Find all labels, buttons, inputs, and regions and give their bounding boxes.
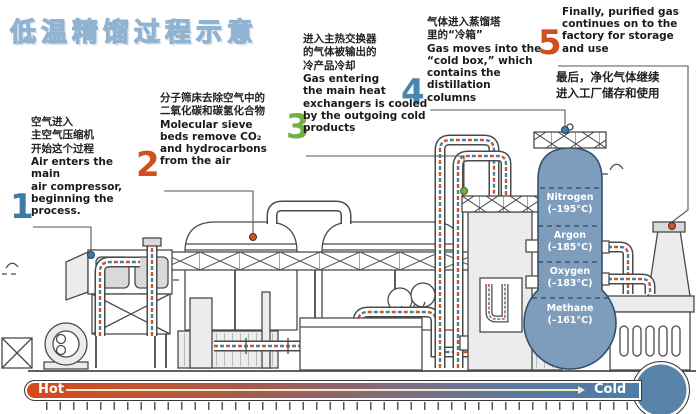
step-1-number: 1 xyxy=(10,187,34,227)
heat-exchanger xyxy=(459,195,541,371)
step-3-text-zh: 进入主热交换器 的气体被输出的 冷产品冷却 xyxy=(303,33,377,72)
gas-name: Methane xyxy=(546,303,594,314)
gas-name: Argon xyxy=(553,230,587,241)
step-3-text: 进入主热交换器 的气体被输出的 冷产品冷却 Gas entering the m… xyxy=(303,33,429,134)
gas-temp: (–185°C) xyxy=(547,241,593,253)
step-4-number: 4 xyxy=(401,72,425,112)
callout-dot-5 xyxy=(668,222,676,230)
step-4-text: 气体进入蒸馏塔 里的“冷箱” Gas moves into the “cold … xyxy=(427,16,547,104)
step-2-text-en: Molecular sieve beds remove CO₂ and hydr… xyxy=(160,118,267,168)
cold-box-label-methane: Methane (–161°C) xyxy=(530,303,610,327)
step-3-text-en: Gas entering the main heat exchangers is… xyxy=(303,73,428,134)
hot-label: Hot xyxy=(38,382,65,397)
callout-dot-1 xyxy=(87,251,95,259)
thermometer-arrow-line xyxy=(66,389,578,391)
callout-leaders xyxy=(33,65,689,259)
gas-temp: (–183°C) xyxy=(547,277,593,289)
intake-pipes xyxy=(100,237,162,336)
step-5-text: Finally, purified gas continues on to th… xyxy=(562,6,694,55)
callout-dot-3 xyxy=(460,187,468,195)
page-title: 低温精馏过程示意 xyxy=(9,17,259,48)
step-4-text-zh: 气体进入蒸馏塔 里的“冷箱” xyxy=(427,16,501,42)
crate xyxy=(1,337,33,369)
step-2-number: 2 xyxy=(136,145,160,185)
thermometer-arrowhead-icon xyxy=(578,386,585,394)
step-5-number: 5 xyxy=(538,23,562,63)
cold-label: Cold xyxy=(594,382,627,397)
cold-box-label-argon: Argon (–185°C) xyxy=(530,230,610,254)
step-2-text-zh: 分子筛床去除空气中的 二氧化碳和碳氢化合物 xyxy=(160,92,265,118)
gas-temp: (–195°C) xyxy=(547,203,593,215)
step-5-text-en: Finally, purified gas continues on to th… xyxy=(562,6,679,55)
step-5-text-zh: 最后，净化气体继续 进入工厂储存和使用 xyxy=(556,70,660,100)
cold-box-label-nitrogen: Nitrogen (–195°C) xyxy=(530,192,610,216)
step-4-text-en: Gas moves into the “cold box,” which con… xyxy=(427,42,542,104)
step-1-text-en: Air enters the main air compressor, begi… xyxy=(31,156,123,217)
truss-bridge xyxy=(149,251,471,368)
scale-ticks xyxy=(46,402,642,410)
cold-box xyxy=(523,123,617,370)
step-1-text-zh: 空气进入 主空气压缩机 开始这个过程 xyxy=(31,116,94,155)
step-2-text: 分子筛床去除空气中的 二氧化碳和碳氢化合物 Molecular sieve be… xyxy=(160,92,300,168)
callout-dot-2 xyxy=(249,233,257,241)
gas-name: Oxygen xyxy=(549,266,591,277)
cold-box-label-oxygen: Oxygen (–183°C) xyxy=(530,266,610,290)
step-5-text-zh-block: 最后，净化气体继续 进入工厂储存和使用 xyxy=(556,70,696,101)
callout-dot-4 xyxy=(561,126,569,134)
step-3-number: 3 xyxy=(286,107,310,147)
step-1-text: 空气进入 主空气压缩机 开始这个过程 Air enters the main a… xyxy=(31,116,143,217)
gas-name: Nitrogen xyxy=(546,192,594,203)
gas-temp: (–161°C) xyxy=(547,314,593,326)
